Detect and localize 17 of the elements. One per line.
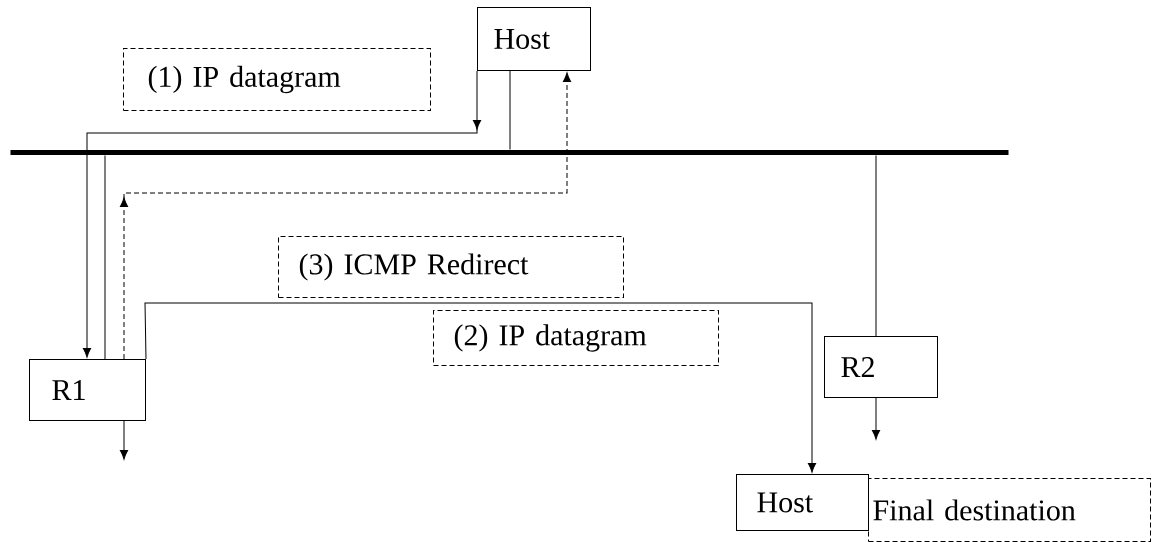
router-box: R1 — [29, 359, 146, 421]
host-box: Host — [477, 7, 591, 71]
connector-line — [875, 155, 877, 337]
message-label-box: (3) ICMP Redirect — [278, 236, 624, 298]
message-label-box: (2) IP datagram — [433, 310, 719, 366]
arrow — [871, 397, 881, 440]
arrow — [119, 72, 572, 360]
connector-line — [104, 155, 106, 360]
router-box: R2 — [824, 336, 938, 398]
connector-line — [509, 70, 511, 150]
message-label-box: (1) IP datagram — [123, 48, 431, 111]
arrow — [82, 70, 482, 358]
destination-label-box: Final destination — [868, 478, 1151, 542]
host-box: Host — [736, 474, 869, 531]
network-bus — [10, 150, 1009, 155]
arrow — [119, 420, 129, 460]
arrow — [144, 302, 817, 473]
